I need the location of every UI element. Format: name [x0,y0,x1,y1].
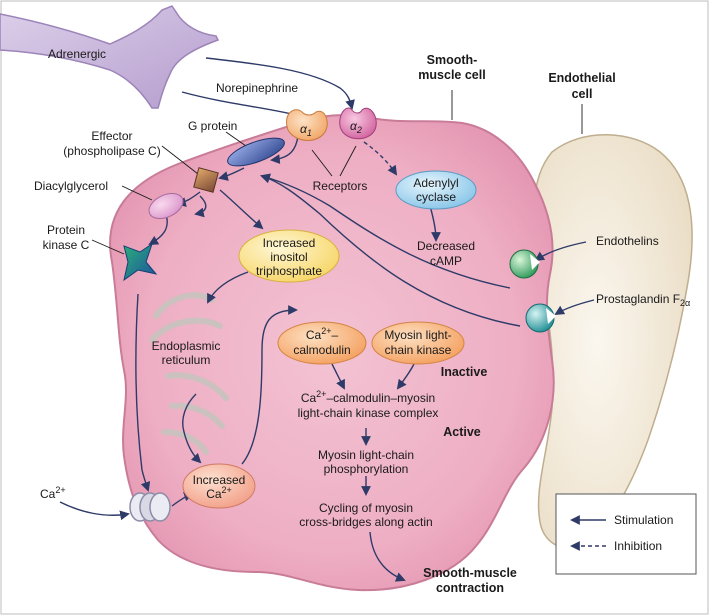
arrow-effector-back [194,195,207,218]
arrow-prostaglandin-receptor [554,299,595,316]
prostaglandin-label: Prostaglandin F2α [596,292,690,308]
protein-kinase-c-label-2: kinase C [43,238,90,252]
legend-inhibition-label: Inhibition [614,539,662,553]
er-label-2: reticulum [162,353,211,367]
arrow-endothelin-gprotein [260,173,511,289]
ca-in-label: Ca2+ [40,485,66,501]
arrow-ca-in [59,501,130,521]
ca-calmodulin-node [277,321,367,365]
leader-lines [91,90,583,255]
smooth-muscle-cell-label-1: Smooth- [427,53,478,67]
diacylglycerol-label: Diacylglycerol [34,179,108,193]
receptors-label: Receptors [313,179,368,193]
cycling-label-2: cross-bridges along actin [299,515,432,529]
effector-label-2: (phospholipase C) [63,144,160,158]
phosphorylation-label-2: phosphorylation [324,462,409,476]
diacylglycerol-shape [148,192,184,220]
endothelin-receptor-notch [530,254,540,270]
cycling-label-1: Cycling of myosin [319,501,413,515]
protein-kinase-c-label-1: Protein [47,223,85,237]
arrow-cycling-contraction [369,531,406,582]
norepinephrine-label: Norepinephrine [216,81,298,95]
arrow-adrenergic-alpha2 [205,57,355,110]
increased-ca-label-2: Ca2+ [206,485,232,501]
adrenergic-label: Adrenergic [48,47,106,61]
active-label: Active [443,425,481,439]
arrow-gprotein-effector [218,167,245,181]
arrow-adenylyl-camp [429,205,441,242]
adrenergic-nerve [0,5,220,109]
smooth-muscle-cell-label-2: muscle cell [418,68,485,82]
endothelial-cell-label-1: Endothelial [548,71,615,85]
protein-kinase-c-shape [123,242,158,282]
inactive-label: Inactive [441,365,488,379]
legend-stimulation-label: Stimulation [614,513,673,527]
contraction-label-1: Smooth-muscle [423,566,517,580]
increased-ca-label-1: Increased [193,473,246,487]
arrow-er-increased-ca [182,393,202,464]
mlck-label-1: Myosin light- [384,328,451,342]
increased-ca-node [182,463,256,509]
arrow-ip3-er [207,271,249,304]
arrow-mlck-complex [396,363,415,390]
increased-ip3-label-2: inositol [270,250,307,264]
increased-ip3-label-3: triphosphate [256,264,322,278]
endothelial-cell-label-2: cell [572,87,593,101]
adenylyl-cyclase-label-1: Adenylyl [413,176,458,190]
phosphorylation-label-1: Myosin light-chain [318,448,414,462]
contraction-label-2: contraction [436,581,504,595]
ca-calmodulin-label-2: calmodulin [293,343,350,357]
alpha1-label: α1 [300,122,312,138]
decreased-camp-label-1: Decreased [417,239,475,253]
adenylyl-cyclase-label-2: cyclase [416,190,456,204]
er-label-1: Endoplasmic [152,339,221,353]
arrow-alpha1-gprotein [270,135,299,165]
alpha2-receptor [339,107,377,140]
arrow-alpha2-adenylyl-inhibition [363,141,398,176]
g-protein-label: G protein [188,119,237,133]
prostaglandin-receptor-notch [546,308,556,324]
alpha2-label: α2 [350,119,362,135]
arrow-prostaglandin-gprotein [260,173,521,327]
ion-channel-icon [129,492,171,522]
complex-label-1: Ca2+–calmodulin–myosin [301,389,435,405]
mlck-label-2: chain kinase [385,343,452,357]
arrow-effector-ip3 [219,189,264,230]
arrow-calmodulin-complex [331,363,345,390]
decreased-camp-label-2: cAMP [430,254,462,268]
effector-label-1: Effector [91,129,132,143]
increased-ip3-label-1: Increased [263,236,316,250]
alpha1-receptor [286,109,328,141]
mlck-node [371,321,465,365]
increased-ip3-node [238,229,340,283]
arrow-endothelins-receptor [534,241,587,262]
endothelins-label: Endothelins [596,234,659,248]
arrow-down-to-channel [135,293,151,492]
legend-box [555,493,697,575]
ca-calmodulin-label-1: Ca2+– [306,326,339,342]
g-protein-shape [227,137,285,167]
legend: Stimulation Inhibition [555,493,697,575]
adenylyl-cyclase-node [395,170,477,210]
effector-shape [193,167,219,193]
complex-label-2: light-chain kinase complex [298,406,439,420]
arrow-increased-ca-calmodulin [241,305,298,465]
